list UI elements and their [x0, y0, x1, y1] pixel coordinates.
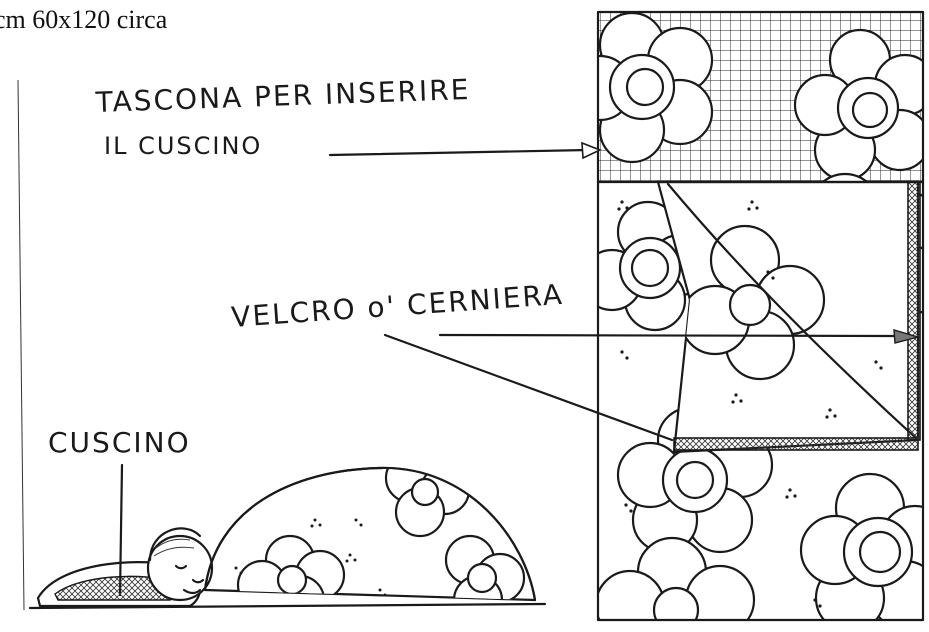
child-sleeping-illustration: [28, 466, 547, 610]
sleeping-bag-panel: [596, 10, 925, 622]
flower-icon: [598, 11, 714, 164]
flower-icon: [793, 28, 923, 182]
size-note: cm 60x120 circa: [0, 5, 168, 34]
closure-label: VELCRO o' CERNIERA: [230, 278, 565, 334]
velcro-strip-side: [907, 181, 921, 441]
flower-icon: [598, 200, 712, 332]
pocket-label-line2: IL CUSCINO: [104, 132, 262, 160]
pocket-arrow: [328, 141, 603, 160]
pillow-arrow: [118, 463, 124, 597]
dot-pattern: [617, 200, 883, 608]
folded-flap: [656, 180, 921, 454]
closure-arrows: [383, 329, 921, 442]
flower-icon: [799, 472, 923, 620]
flower-icon: [616, 406, 774, 554]
margin-stroke: [17, 79, 25, 611]
pillow-label: CUSCINO: [48, 426, 191, 459]
velcro-strip-bottom: [673, 437, 919, 451]
flower-icon: [598, 536, 756, 620]
pocket-label-line1: TASCONA PER INSERIRE: [94, 73, 471, 119]
